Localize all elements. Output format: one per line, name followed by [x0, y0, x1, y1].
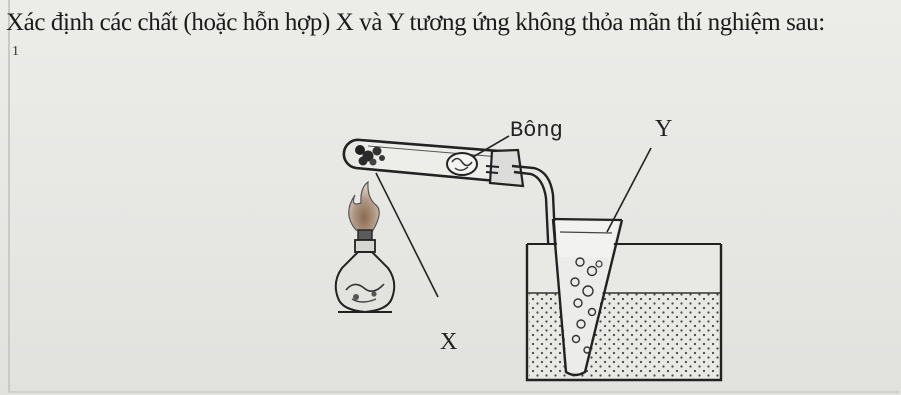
solid-x — [355, 145, 385, 166]
leader-lines — [375, 135, 652, 298]
question-text: Xác định các chất (hoặc hỗn hợp) X và Y … — [6, 9, 825, 36]
label-x: X — [440, 329, 457, 355]
label-cotton: Bông — [510, 118, 563, 143]
alcohol-burner — [334, 180, 396, 314]
label-y: Y — [655, 116, 672, 142]
cotton-plug — [446, 152, 478, 176]
question-marker: 1 — [12, 44, 19, 59]
delivery-tube — [511, 164, 563, 369]
stopper — [485, 148, 525, 188]
collection-tube-y — [551, 217, 624, 377]
